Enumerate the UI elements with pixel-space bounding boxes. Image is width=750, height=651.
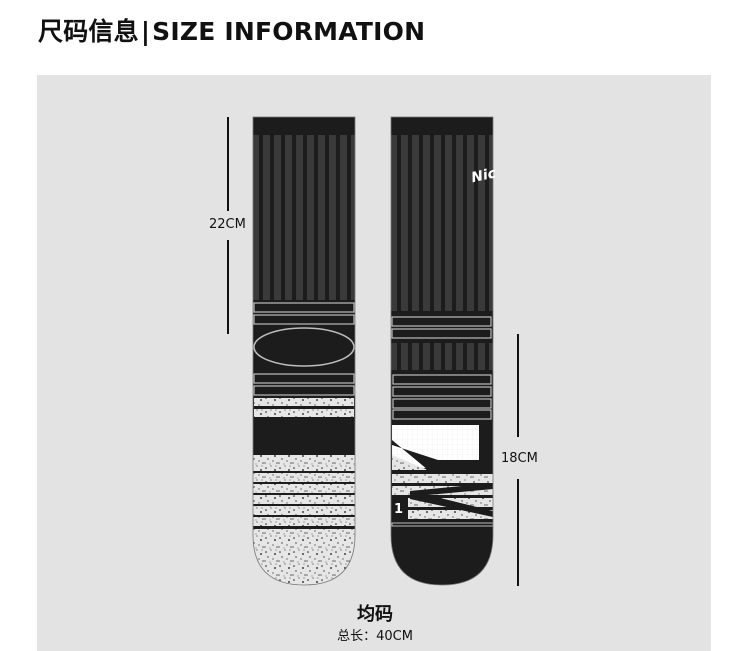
size-chart-panel <box>37 75 711 651</box>
page-title: 尺码信息|SIZE INFORMATION <box>38 12 425 48</box>
brand-logo-text: Nic <box>470 165 496 186</box>
sole-number-text: 1 <box>394 502 403 517</box>
sock-right-illustration: 1 Nic <box>390 116 496 586</box>
dimension-label-22cm: 22CM <box>209 217 246 232</box>
dimension-line-18cm-top <box>517 334 519 437</box>
title-english: SIZE INFORMATION <box>152 17 426 46</box>
sock-left-illustration <box>252 116 356 586</box>
dimension-line-18cm-bottom <box>517 479 519 586</box>
title-separator: | <box>140 17 151 46</box>
dimension-line-22cm-top <box>227 117 229 211</box>
dimension-line-22cm-bottom <box>227 240 229 334</box>
title-chinese: 尺码信息 <box>38 17 139 46</box>
total-length-label: 总长：40CM <box>337 629 413 644</box>
size-label: 均码 <box>357 604 393 625</box>
dimension-label-18cm: 18CM <box>501 451 538 466</box>
